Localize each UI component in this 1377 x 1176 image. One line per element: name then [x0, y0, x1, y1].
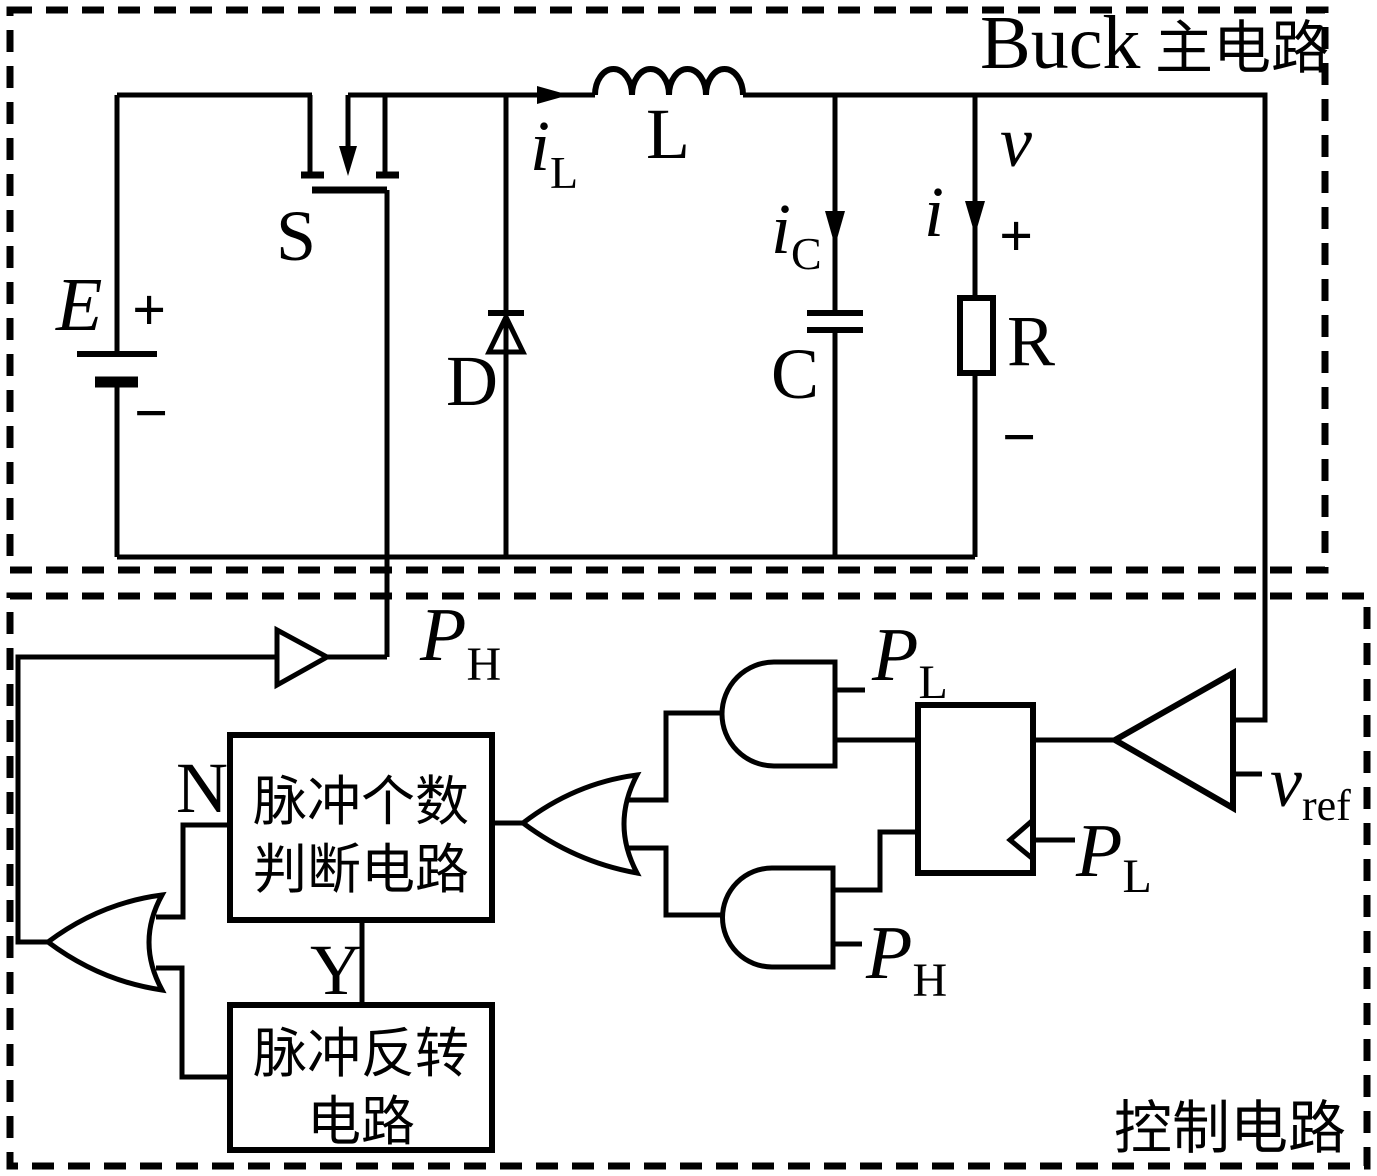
wire-or-to-invert-box — [156, 965, 236, 1080]
vref-label: vref — [1270, 742, 1351, 830]
wire-and2-ff — [833, 829, 925, 893]
source-minus-sign: − — [134, 380, 168, 446]
wire-n-to-or — [156, 822, 230, 920]
capacitor-label: C — [771, 334, 819, 414]
diode-triangle — [485, 311, 527, 355]
or-gate-middle — [518, 771, 642, 877]
wire-output-feedback — [743, 92, 1268, 723]
resistor-body — [957, 295, 996, 376]
pl-and-input-label: PL — [871, 613, 948, 709]
inductor-current-label: iL — [530, 106, 578, 198]
load-minus-sign: − — [1002, 404, 1036, 470]
ph-gate-drive-label: PH — [419, 593, 501, 691]
load-current-arrow — [965, 201, 985, 235]
or-gate-left — [43, 891, 167, 994]
wire-and1-to-or — [625, 710, 730, 803]
buck-main-circuit-border — [6, 6, 1329, 574]
diode-label: D — [446, 341, 498, 421]
clock-chevron-icon — [1006, 818, 1035, 861]
source-label: E — [55, 263, 102, 347]
wire-and2-to-or — [625, 845, 730, 918]
source-plus-sign: + — [132, 277, 166, 343]
switch-label: S — [276, 196, 316, 276]
y-terminal-label: Y — [310, 930, 362, 1010]
cap-current-arrow — [825, 211, 845, 246]
pulse-invert-box — [227, 1002, 495, 1153]
pulse-count-box-line2: 判断电路 — [253, 840, 469, 900]
output-voltage-label: v — [1000, 102, 1032, 182]
inductor-label: L — [646, 94, 690, 174]
and-gate-top — [719, 659, 838, 769]
gate-drive-buffer — [274, 625, 333, 690]
and-gate-bottom — [720, 865, 836, 970]
wire-buffer-input-rail — [15, 654, 277, 945]
cap-current-label: iC — [771, 189, 822, 279]
pulse-count-box — [227, 732, 495, 923]
control-section-title: 控制电路 — [1114, 1096, 1346, 1161]
pulse-invert-box-line2: 电路 — [307, 1092, 415, 1152]
buck-section-title: Buck 主电路 — [980, 1, 1329, 85]
resistor-label: R — [1007, 301, 1055, 381]
inductor-current-arrow — [537, 86, 569, 104]
mosfet-arrowhead — [339, 146, 357, 176]
comparator-triangle — [1108, 667, 1236, 814]
pulse-count-box-line1: 脉冲个数 — [253, 772, 469, 832]
pl-clock-input-label: PL — [1075, 809, 1152, 903]
control-circuit-border — [6, 592, 1371, 1170]
load-plus-sign: + — [999, 203, 1033, 269]
load-current-label: i — [924, 172, 944, 252]
inductor-coil — [592, 66, 746, 96]
pulse-invert-box-line1: 脉冲反转 — [253, 1024, 469, 1084]
ph-and-input-label: PH — [865, 911, 947, 1007]
n-terminal-label: N — [176, 748, 228, 828]
